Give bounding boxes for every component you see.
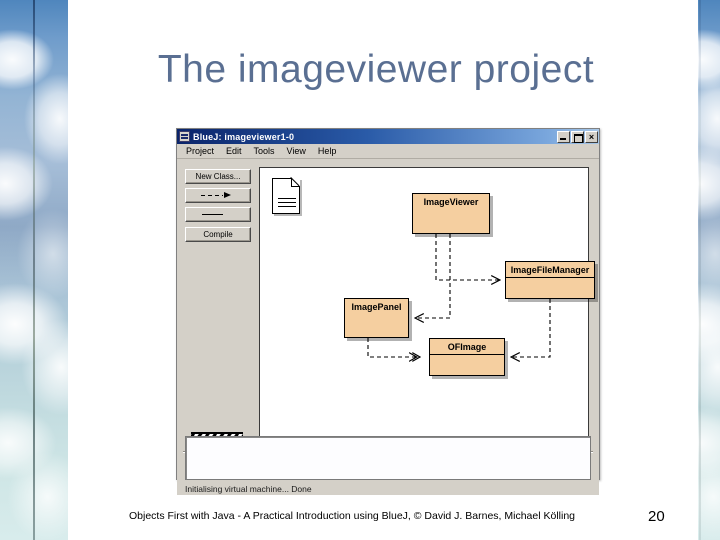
window-titlebar[interactable]: BlueJ: imageviewer1-0 × [177, 129, 599, 144]
menubar: Project Edit Tools View Help [177, 144, 599, 159]
bluej-window: BlueJ: imageviewer1-0 × Project Edit Too… [176, 128, 600, 495]
document-icon[interactable] [272, 178, 300, 214]
close-icon[interactable]: × [585, 130, 598, 143]
inheritance-arrow-button[interactable] [185, 207, 251, 222]
class-name-label: ImagePanel [351, 302, 402, 312]
window-controls: × [557, 130, 598, 143]
terminal-pane[interactable] [185, 436, 591, 480]
strip-seam-right-icon [699, 0, 701, 540]
menu-item-help[interactable]: Help [317, 146, 337, 156]
uses-arrow-button[interactable] [185, 188, 251, 203]
window-title: BlueJ: imageviewer1-0 [193, 131, 295, 142]
page-fold-icon [291, 178, 300, 187]
compile-button[interactable]: Compile [185, 227, 251, 242]
menu-item-edit[interactable]: Edit [226, 146, 242, 156]
dashed-arrow-icon [201, 192, 235, 199]
class-name-label: OFImage [430, 339, 504, 355]
class-name-label: ImageViewer [423, 197, 479, 207]
strip-seam-icon [33, 0, 35, 540]
minimize-icon[interactable] [557, 130, 570, 143]
menu-item-view[interactable]: View [286, 146, 306, 156]
class-name-label: ImageFileManager [506, 262, 594, 278]
page-number: 20 [648, 508, 665, 525]
slide-footer: Objects First with Java - A Practical In… [128, 510, 575, 522]
maximize-icon[interactable] [571, 130, 584, 143]
solid-arrow-icon [201, 211, 235, 219]
status-bar: Initialising virtual machine... Done [185, 484, 312, 494]
strip-fade-left [68, 0, 82, 540]
class-diagram-canvas[interactable]: ImageViewer ImageFileManager ImagePanel … [259, 167, 595, 439]
decorative-side-strip-right [698, 0, 720, 540]
slide-title: The imageviewer project [157, 48, 595, 91]
class-box-imageviewer[interactable]: ImageViewer [412, 193, 490, 234]
decorative-side-strip-left [0, 0, 68, 540]
strip-fade-right [684, 0, 698, 540]
class-box-imagepanel[interactable]: ImagePanel [344, 298, 409, 338]
new-class-button[interactable]: New Class... [185, 169, 251, 184]
menu-item-project[interactable]: Project [186, 146, 215, 156]
bluej-app-icon [179, 131, 190, 142]
class-box-ofimage[interactable]: OFImage [429, 338, 505, 376]
menu-item-tools[interactable]: Tools [253, 146, 275, 156]
class-toolbar: New Class... Compile [185, 169, 251, 246]
class-box-imagefilemanager[interactable]: ImageFileManager [505, 261, 595, 299]
window-body: New Class... Compile [177, 159, 599, 495]
